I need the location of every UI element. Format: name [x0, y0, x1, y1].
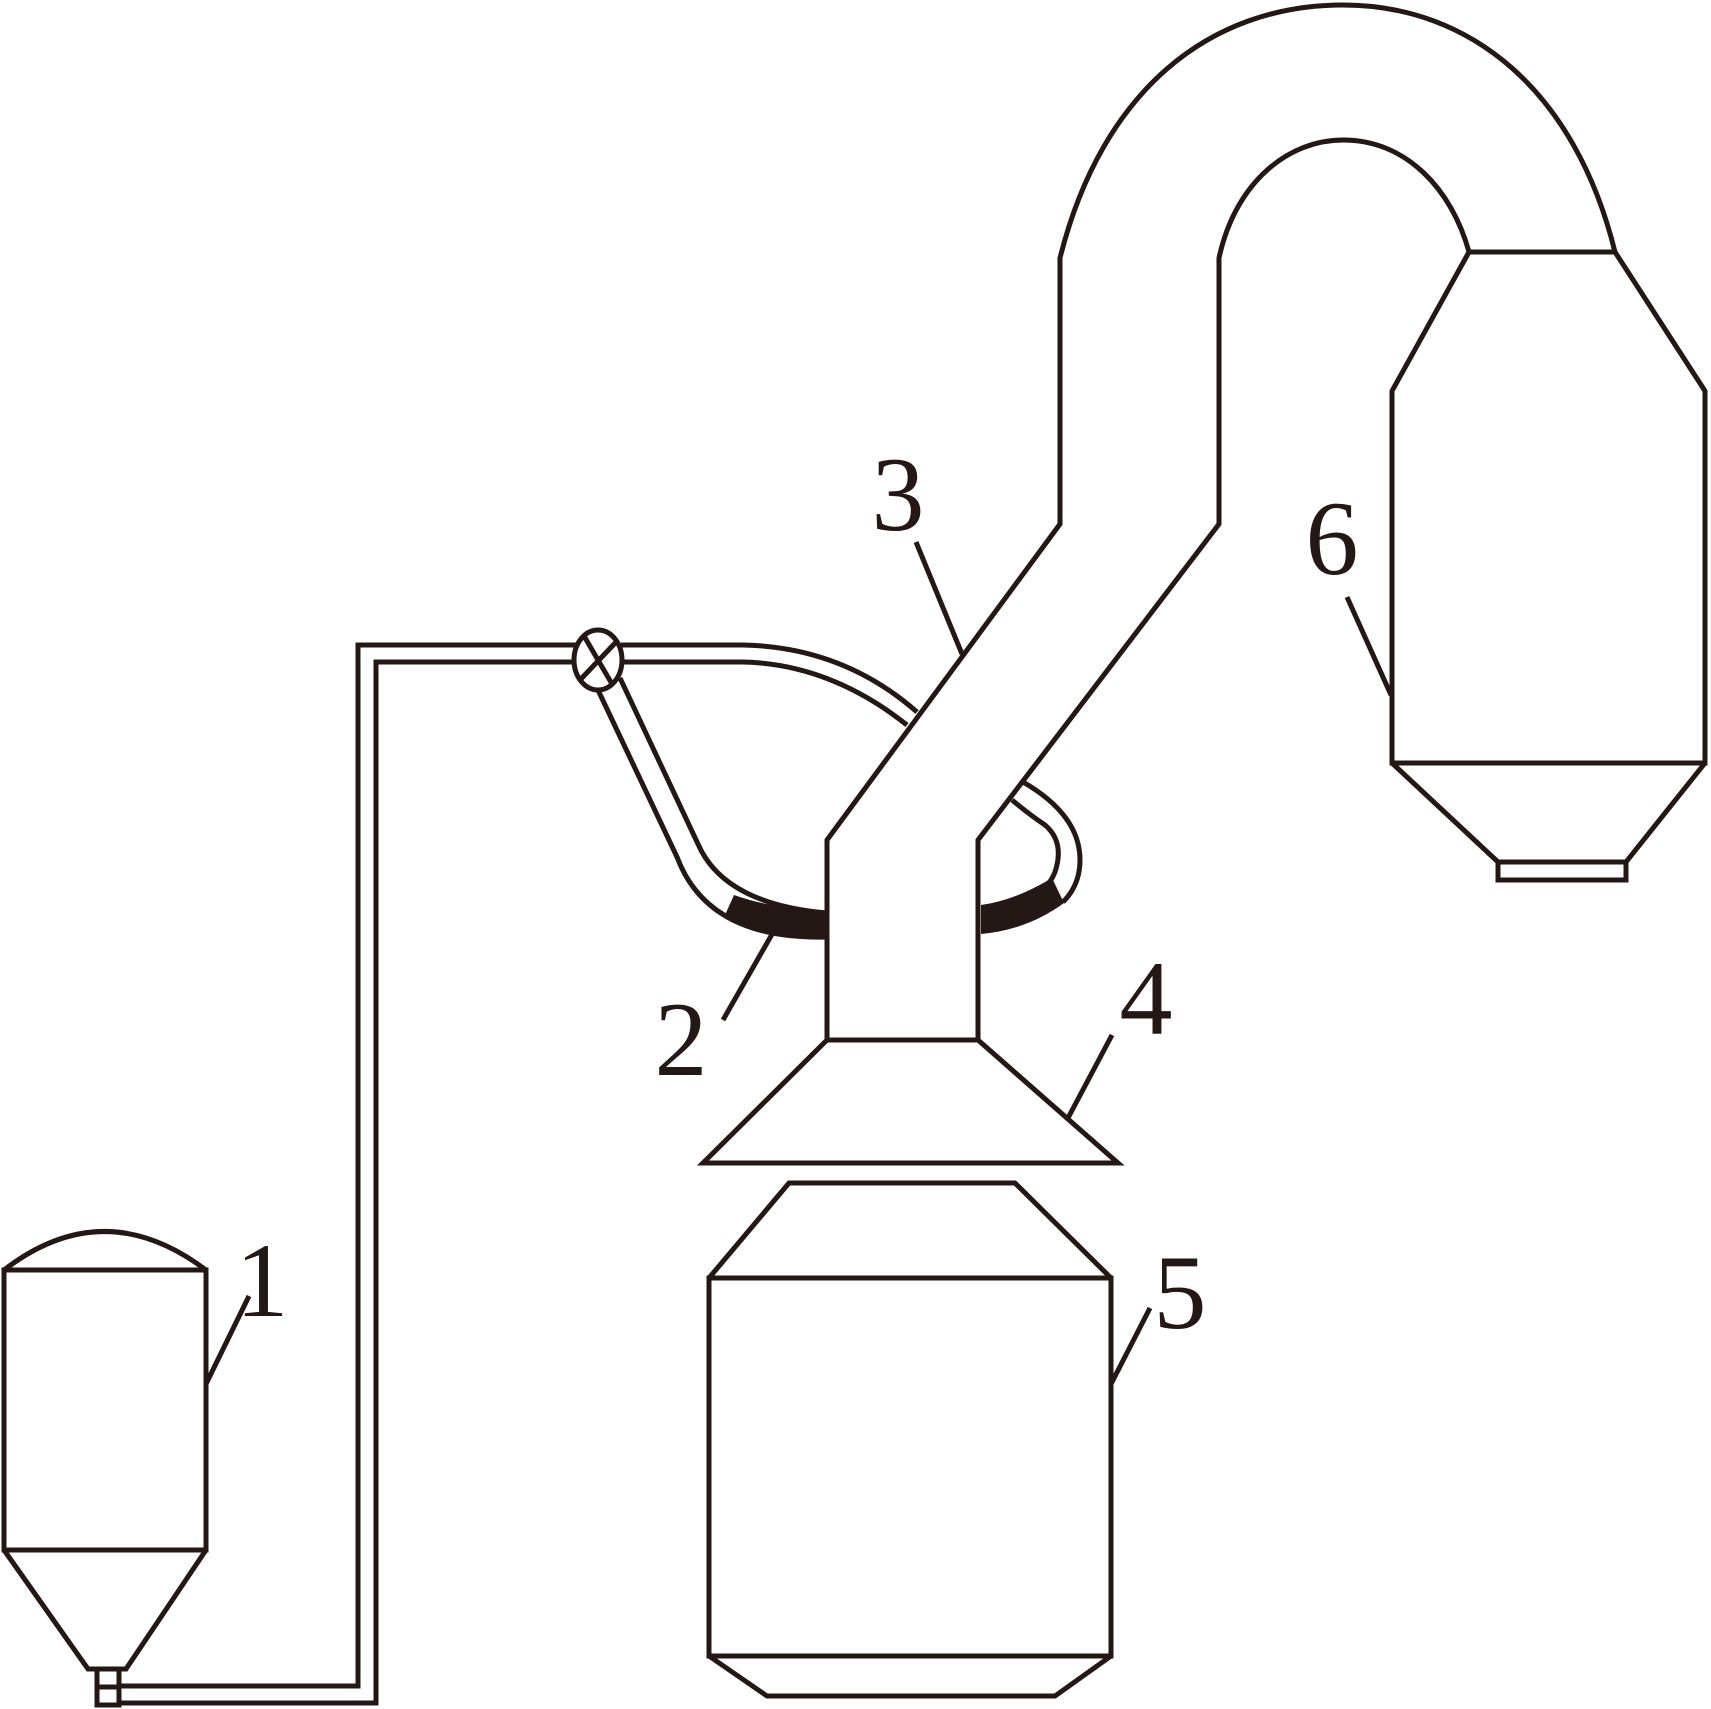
reactor-body	[706, 1275, 1114, 1659]
upper-branch-pipe	[621, 642, 919, 727]
spray-nozzle-body	[696, 1037, 1125, 1166]
conveying-pipe-inner	[119, 659, 574, 1706]
riser-duct	[824, 2, 1618, 1040]
branch-valve-cross	[578, 634, 620, 686]
leader-1	[203, 1294, 252, 1386]
feed-hopper-cone	[1, 1548, 209, 1672]
label-5: 5	[1154, 1234, 1207, 1351]
label-4: 4	[1120, 940, 1173, 1057]
branch-valve	[571, 627, 625, 693]
right-loop-outer	[1021, 779, 1083, 904]
reactor-bottom	[707, 1653, 1113, 1699]
cyclone-body	[1389, 250, 1708, 766]
cyclone-outlet	[1495, 859, 1629, 883]
conveying-pipe	[119, 642, 576, 1706]
leader-4	[1065, 1033, 1115, 1120]
spray-nozzle	[696, 1037, 1125, 1166]
label-1: 1	[236, 1222, 289, 1339]
leader-3	[913, 541, 965, 655]
cyclone-collector	[1389, 249, 1708, 883]
label-6: 6	[1306, 480, 1359, 597]
leader-lines	[203, 541, 1394, 1386]
right-loop-inner	[1010, 798, 1061, 893]
component-labels: 1 2 3 4 5 6	[236, 436, 1359, 1351]
leader-2	[720, 927, 778, 1022]
leader-5	[1108, 1306, 1153, 1386]
lower-branch-pipe	[595, 676, 828, 940]
leader-6	[1344, 595, 1394, 697]
feed-hopper-dome	[2, 1229, 208, 1272]
feed-hopper	[1, 1229, 209, 1708]
reactor-vessel	[706, 1180, 1114, 1699]
conveying-pipe-outer	[119, 642, 576, 1689]
label-2: 2	[655, 981, 708, 1098]
riser-right-wall	[975, 137, 1472, 1040]
riser-left-wall	[824, 2, 1618, 1040]
cyclone-cone	[1390, 761, 1707, 865]
reactor-top-cone	[707, 1180, 1113, 1280]
distributor-ring-right	[981, 878, 1064, 934]
distributor-ring-left	[725, 895, 827, 938]
feed-valve	[94, 1669, 122, 1708]
feed-hopper-body	[1, 1267, 209, 1553]
label-3: 3	[872, 436, 925, 553]
distributor-ring	[725, 779, 1083, 938]
